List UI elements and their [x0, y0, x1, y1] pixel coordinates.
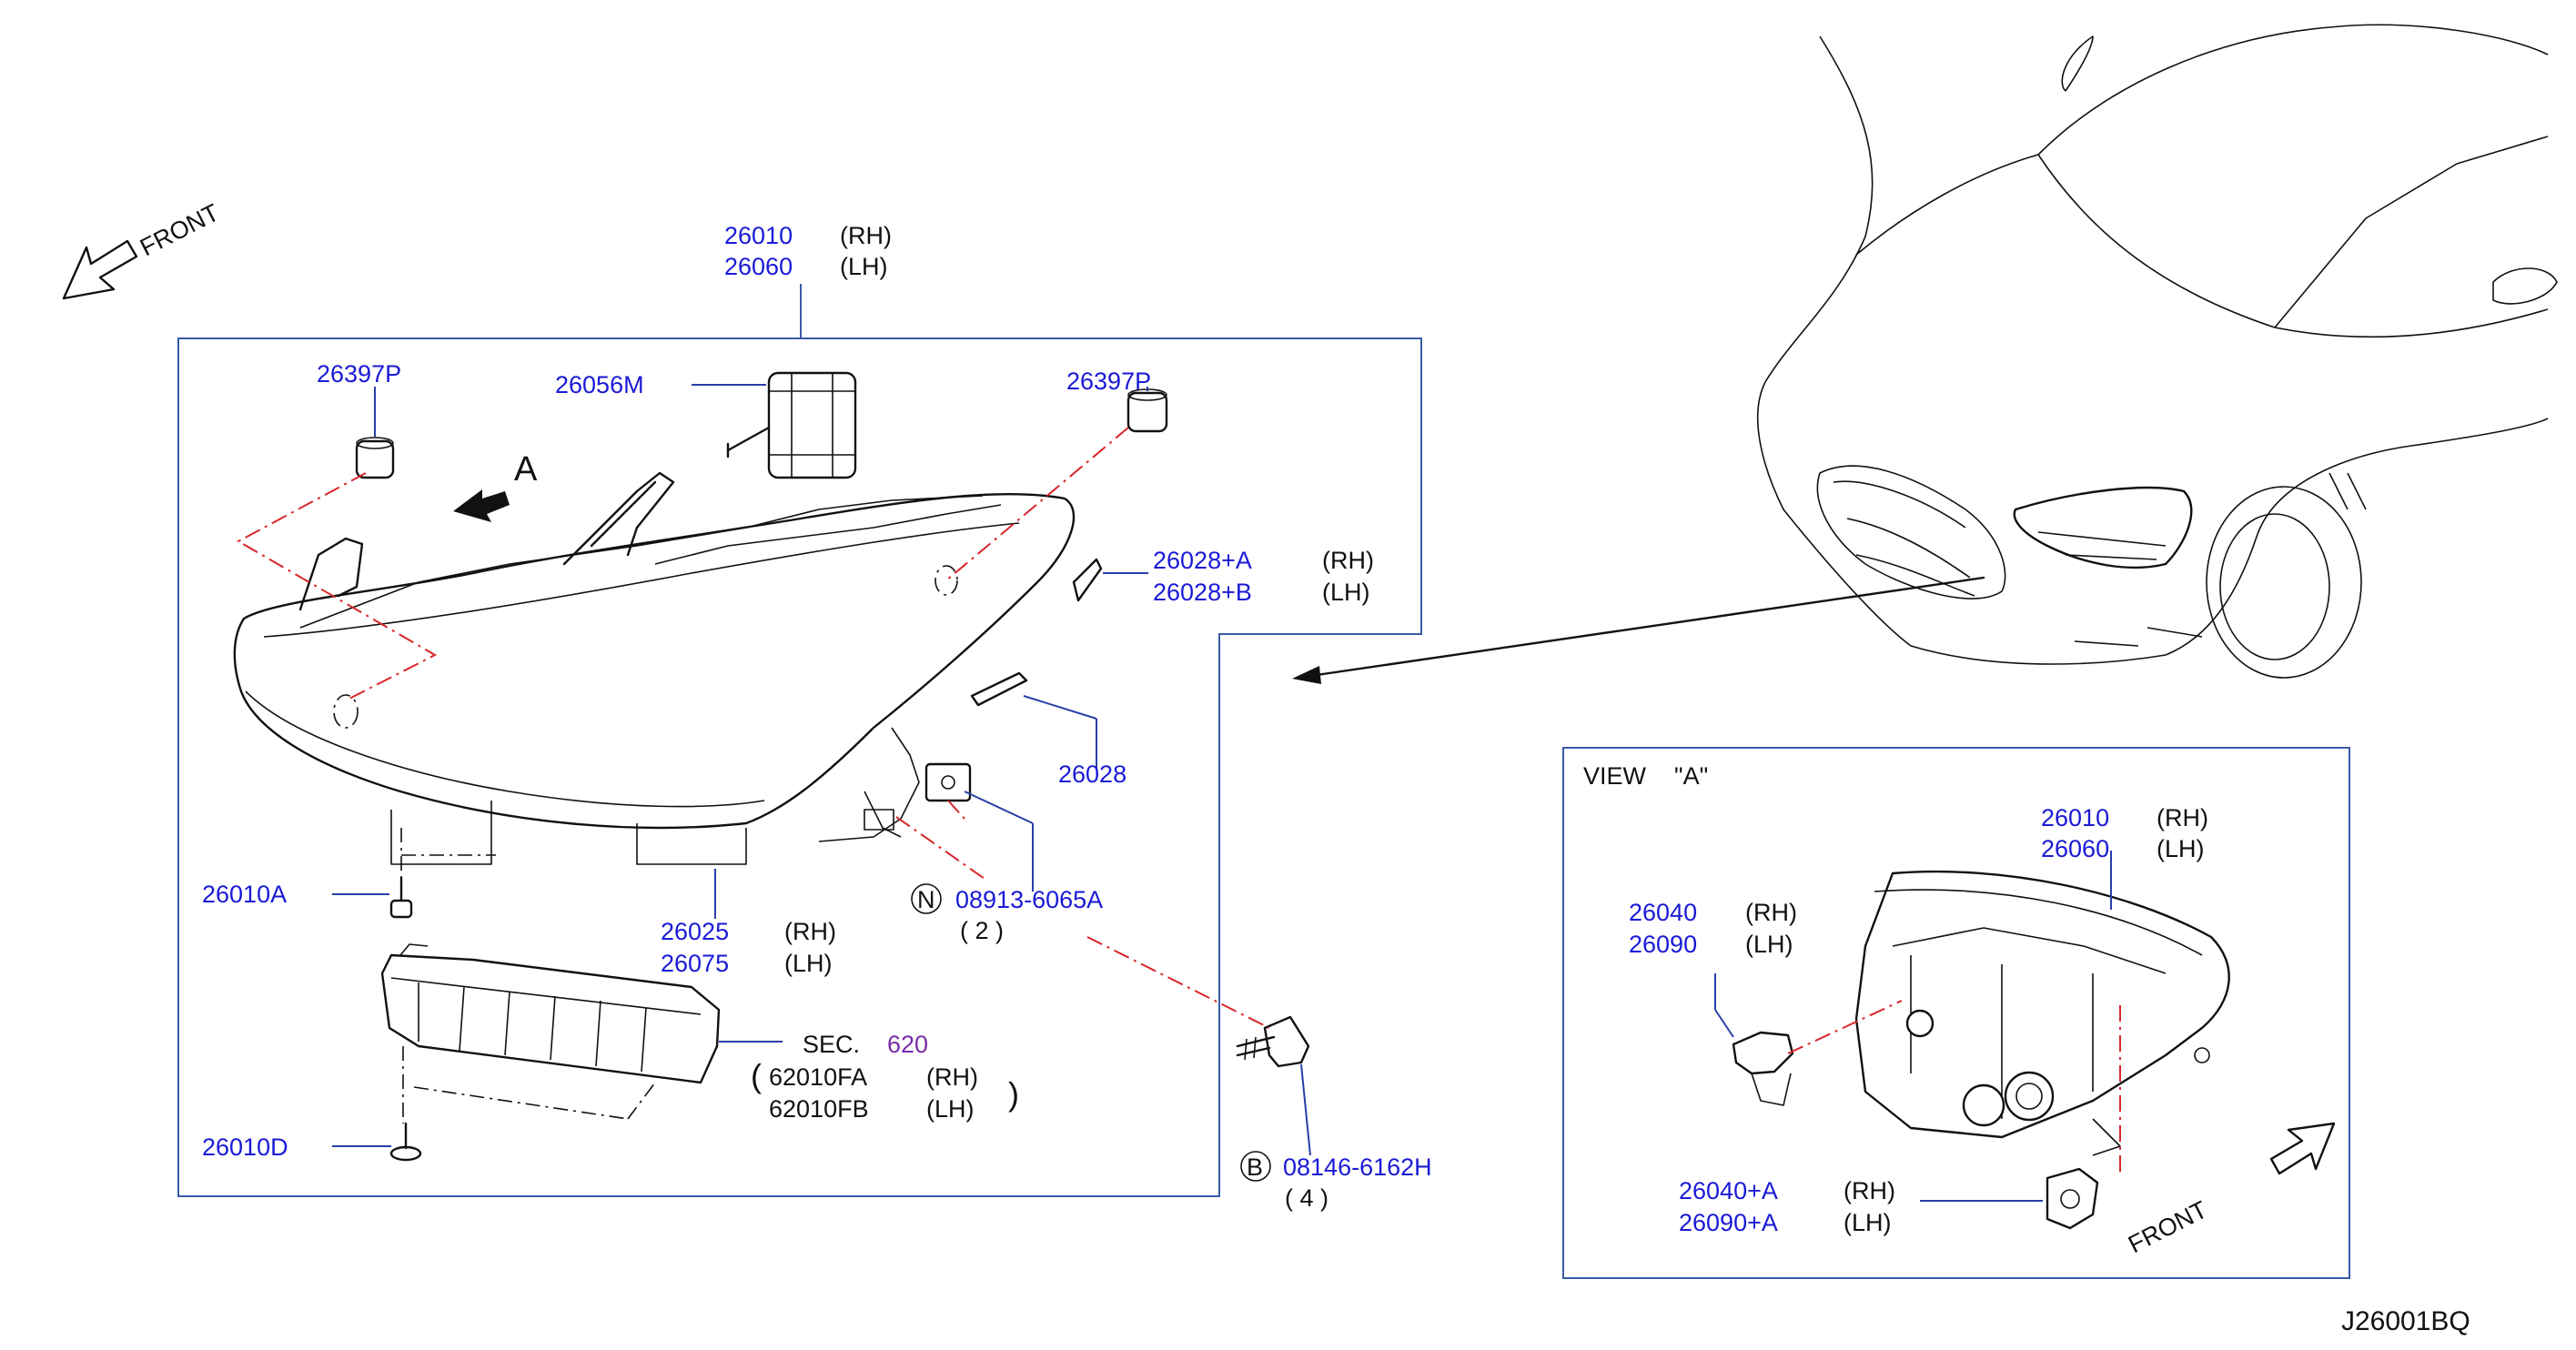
side-rh-26028A: (RH) [1322, 547, 1374, 574]
side-rh-26010: (RH) [840, 222, 892, 249]
main-parts-frame [177, 338, 1422, 1197]
part-26397P-right: 26397P [1066, 368, 1151, 395]
side-rh-62010FA: (RH) [926, 1063, 978, 1091]
part-62010FA: 62010FA [769, 1063, 867, 1091]
part-26056M: 26056M [555, 371, 644, 398]
side-lh-62010FB: (LH) [926, 1095, 975, 1123]
view-a-part-26040A: 26040+A [1679, 1177, 1778, 1204]
view-a-side-lh-26090A: (LH) [1844, 1209, 1892, 1236]
view-a-side-lh-26060: (LH) [2157, 835, 2205, 862]
front-label-top: FRONT [136, 198, 223, 261]
screw-26010D-drawing [389, 1122, 422, 1162]
marker-n-circle [911, 883, 942, 914]
part-26397P-left: 26397P [317, 360, 401, 388]
side-rh-26025: (RH) [784, 918, 836, 945]
front-arrow-icon [62, 239, 138, 300]
view-a-part-26090: 26090 [1629, 931, 1697, 958]
part-26028A: 26028+A [1153, 547, 1252, 574]
part-26010A: 26010A [202, 881, 287, 908]
view-id: "A" [1674, 762, 1708, 790]
trim-26028-drawing [970, 671, 1028, 707]
view-a-part-26060: 26060 [2041, 835, 2109, 862]
part-08146-6162H: 08146-6162H [1283, 1154, 1432, 1181]
marker-b: B [1247, 1154, 1263, 1181]
qty-08146: ( 4 ) [1285, 1184, 1328, 1212]
part-26075: 26075 [661, 950, 729, 977]
part-26028: 26028 [1058, 761, 1126, 788]
side-lh-26028B: (LH) [1322, 579, 1370, 606]
trim-26028-A-drawing [1072, 558, 1103, 602]
part-26025: 26025 [661, 918, 729, 945]
bulb-socket-26040A-drawing [2046, 1167, 2099, 1230]
front-arrow-view-a-icon [2269, 1122, 2336, 1175]
part-26028B: 26028+B [1153, 579, 1252, 606]
drawing-code: J26001BQ [2341, 1306, 2470, 1336]
sec-label: SEC. [803, 1031, 860, 1058]
view-a-side-rh-26040A: (RH) [1844, 1177, 1895, 1204]
view-a-part-26090A: 26090+A [1679, 1209, 1778, 1236]
bumper-bracket-drawing [380, 943, 721, 1084]
headlamp-assembly-drawing [233, 471, 1076, 865]
bolt-08146-drawing [1236, 1015, 1310, 1068]
marker-n: N [917, 886, 935, 913]
part-26060: 26060 [724, 253, 793, 280]
part-26010: 26010 [724, 222, 793, 249]
qty-08913: ( 2 ) [960, 917, 1004, 944]
cap-right-drawing [1126, 388, 1168, 433]
bracket-open: ( [751, 1057, 762, 1094]
clip-08913-drawing [924, 762, 972, 802]
view-a-part-26040: 26040 [1629, 899, 1697, 926]
view-a-frame [1562, 747, 2350, 1279]
car-illustration [1756, 24, 2558, 679]
part-62010FB: 62010FB [769, 1095, 869, 1123]
view-a-side-lh-26090: (LH) [1745, 931, 1793, 958]
bracket-close: ) [1008, 1075, 1019, 1113]
marker-b-circle [1240, 1151, 1271, 1182]
bulb-socket-26040-drawing [1732, 1031, 1794, 1106]
view-a-headlamp-drawing [1854, 870, 2230, 1156]
view-a-arrow-label: A [514, 450, 538, 489]
cap-left-drawing [355, 437, 395, 479]
part-08913-6065A: 08913-6065A [955, 886, 1103, 913]
view-a-side-rh-26010: (RH) [2157, 804, 2208, 831]
part-26010D: 26010D [202, 1133, 288, 1161]
front-label-view-a: FRONT [2124, 1195, 2211, 1258]
view-a-part-26010: 26010 [2041, 804, 2109, 831]
leveling-actuator-drawing [726, 371, 857, 479]
pointer-arrow-head-icon [1292, 666, 1321, 684]
view-a-arrow-icon [453, 489, 510, 522]
pointer-arrow-line [1308, 576, 1985, 678]
screw-26010A-drawing [389, 876, 413, 919]
side-lh-26060: (LH) [840, 253, 888, 280]
view-label: VIEW [1583, 762, 1647, 790]
view-a-side-rh-26040: (RH) [1745, 899, 1797, 926]
side-lh-26075: (LH) [784, 950, 833, 977]
sec-number: 620 [887, 1031, 928, 1058]
